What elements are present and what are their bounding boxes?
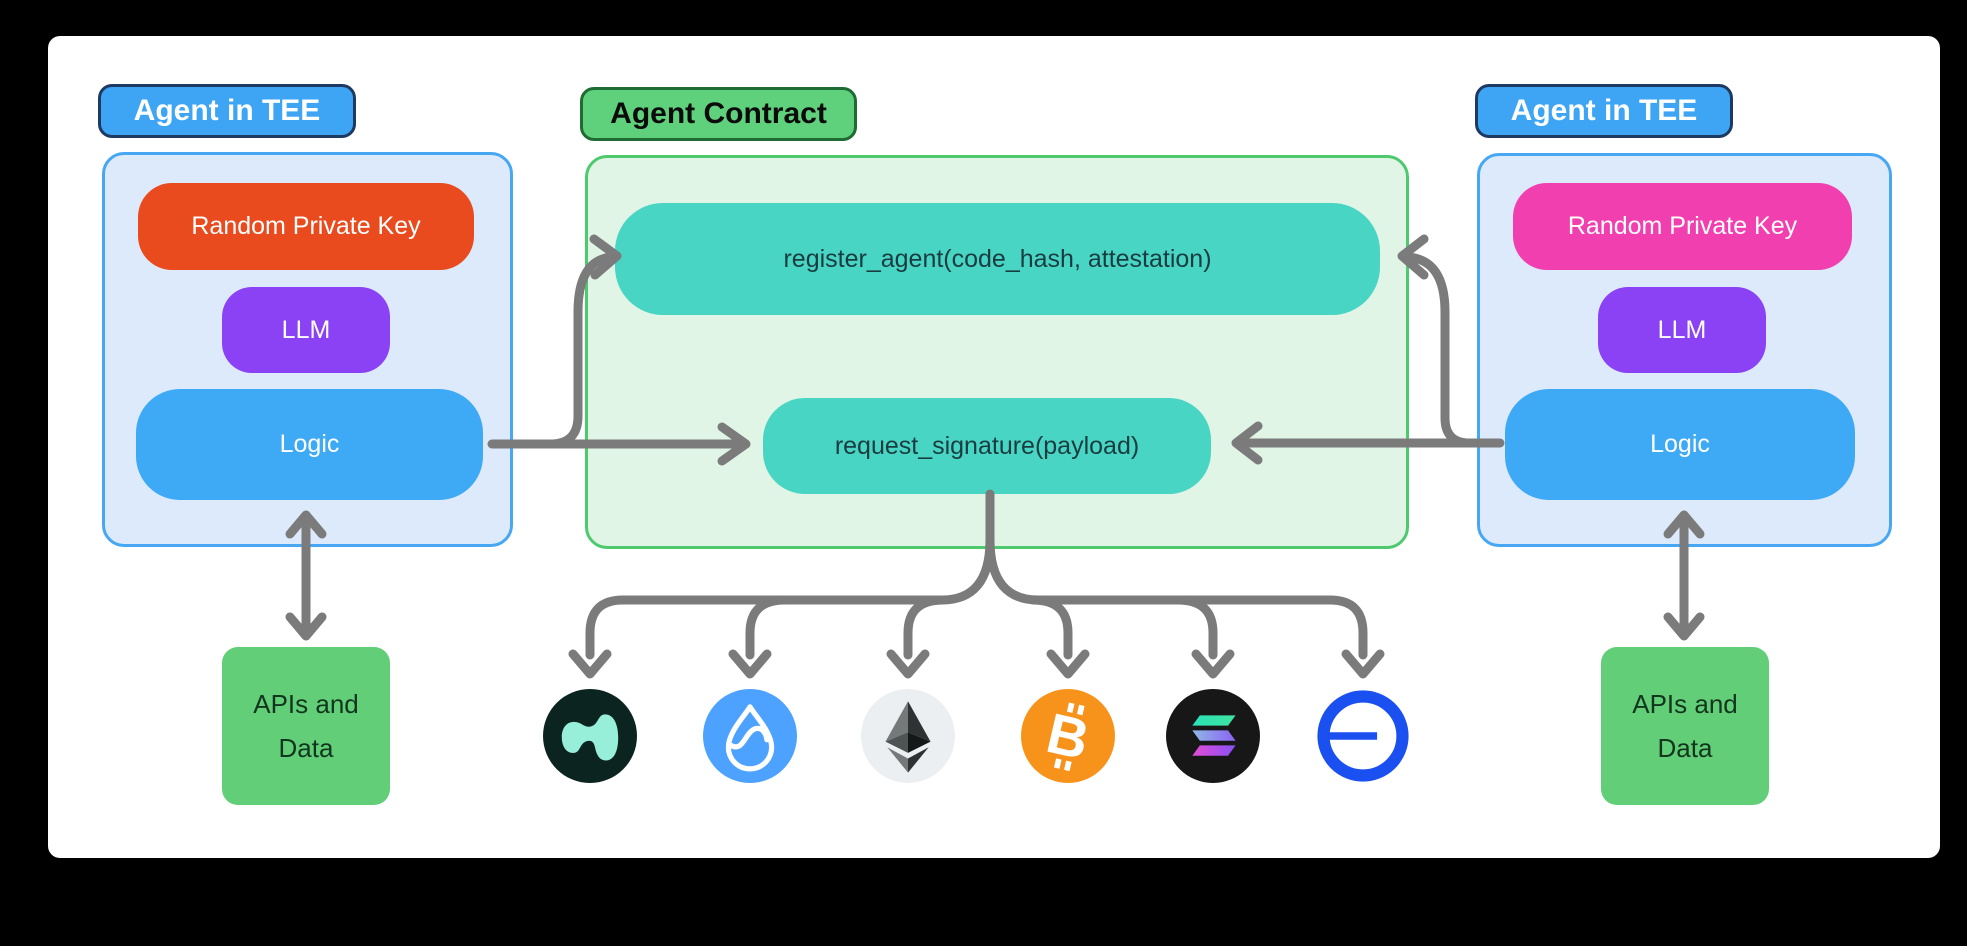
base-icon xyxy=(1316,689,1410,783)
right-llm-node: LLM xyxy=(1598,287,1766,373)
register-agent-function-node: register_agent(code_hash, attestation) xyxy=(615,203,1380,315)
hyperliquid-icon xyxy=(543,689,637,783)
left-apis-and-data-node: APIs and Data xyxy=(222,647,390,805)
left-logic-node: Logic xyxy=(136,389,483,500)
right-apis-and-data-node: APIs and Data xyxy=(1601,647,1769,805)
left-agent-tee-label: Agent in TEE xyxy=(98,84,356,138)
request-signature-function-node: request_signature(payload) xyxy=(763,398,1211,494)
sui-icon xyxy=(703,689,797,783)
solana-icon xyxy=(1166,689,1260,783)
bitcoin-icon: B xyxy=(1021,689,1115,783)
agent-contract-label: Agent Contract xyxy=(580,87,857,141)
right-agent-tee-label: Agent in TEE xyxy=(1475,84,1733,138)
right-logic-node: Logic xyxy=(1505,389,1855,500)
ethereum-icon xyxy=(861,689,955,783)
right-random-private-key-node: Random Private Key xyxy=(1513,183,1852,270)
left-llm-node: LLM xyxy=(222,287,390,373)
left-random-private-key-node: Random Private Key xyxy=(138,183,474,270)
